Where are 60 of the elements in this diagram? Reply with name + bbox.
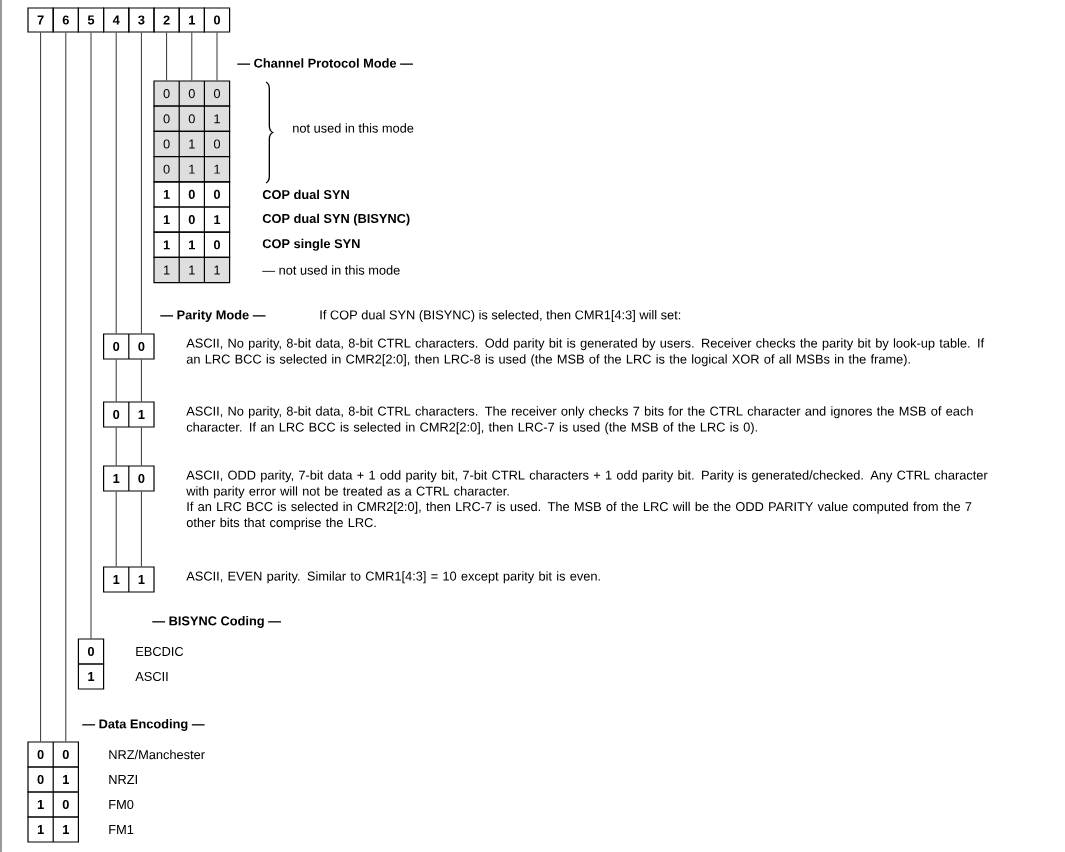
- description-text: COP dual SYN: [262, 189, 349, 200]
- bit-cell: 4: [103, 7, 130, 33]
- value-row: 0 1: [27, 766, 79, 793]
- connector-line: [90, 32, 92, 639]
- bit-cell: 3: [128, 7, 155, 33]
- description-text: ASCII, No parity, 8-bit data, 8-bit CTRL characters. The receiver only checks 7 bits for the CTRL character and ignores the MSB of each character. If an LRC BCC is selected in CMR2[2:0], then LRC-7 is used (the MSB of the LRC is 0).: [186, 406, 973, 435]
- description-text: FM0: [109, 799, 134, 810]
- description-text: NRZI: [109, 775, 137, 784]
- value-row: 1 0 0: [153, 181, 231, 208]
- value-row: 0 0: [103, 333, 155, 360]
- note-text: not used in this mode: [293, 123, 414, 133]
- value-row: 0 1 1: [153, 156, 231, 183]
- connector-line: [141, 32, 142, 334]
- bit-cell: 5: [77, 7, 105, 33]
- value-row: 0 0 0: [153, 80, 231, 107]
- note-text: If COP dual SYN (BISYNC) is selected, then CMR1[4:3] will set:: [320, 310, 681, 322]
- connector-line: [65, 32, 67, 742]
- value-row: 0 1 0: [153, 130, 231, 158]
- connector-line: [191, 32, 193, 81]
- connector-line: [216, 32, 218, 81]
- connector-line: [141, 427, 142, 466]
- value-row: 0 0: [27, 741, 79, 768]
- value-row: 0: [77, 638, 105, 665]
- description-text: FM1: [109, 825, 134, 834]
- connector-line: [166, 32, 167, 81]
- value-row: 1 0 1: [153, 206, 231, 233]
- value-row: 1 0: [27, 791, 79, 818]
- description-text: ASCII, No parity, 8-bit data, 8-bit CTRL characters. Odd parity bit is generated by users. Receiver checks the parity bit by look-up table. If an LRC BCC is selected in CMR2[2:0], then LRC-8 is used (the MSB of the LRC is the logical XOR of all MSBs in the frame).: [186, 338, 985, 367]
- value-row: 1 1 1: [153, 256, 231, 284]
- bit-cell: 6: [52, 7, 79, 33]
- section-heading: — Parity Mode —: [160, 310, 266, 322]
- value-row: 0 1: [103, 401, 155, 428]
- value-row: 1 0: [103, 465, 155, 492]
- value-row: 1: [77, 663, 105, 690]
- connector-line: [115, 32, 117, 334]
- bit-cell: 2: [153, 7, 180, 33]
- connector-line: [115, 359, 117, 402]
- description-text: NRZ/Manchester: [109, 749, 205, 760]
- bit-cell: 0: [203, 7, 231, 33]
- description-text: EBCDIC: [136, 646, 184, 657]
- value-row: 1 1: [103, 566, 155, 593]
- description-text: ASCII, EVEN parity. Similar to CMR1[4:3] = 10 except parity bit is even.: [186, 571, 600, 584]
- section-heading: — BISYNC Coding —: [152, 616, 281, 628]
- value-row: 0 0 1: [153, 105, 231, 132]
- connector-line: [141, 491, 142, 567]
- bit-cell: 1: [178, 7, 205, 33]
- description-text: ASCII, ODD parity, 7-bit data + 1 odd parity bit, 7-bit CTRL characters + 1 odd parity bit. Parity is generated/checked. Any CTRL character with parity error will not be treated as a CTRL character.: [186, 470, 988, 499]
- value-row: 1 1: [27, 816, 79, 843]
- section-heading: — Data Encoding —: [82, 719, 205, 731]
- description-text: If an LRC BCC is selected in CMR2[2:0], then LRC-7 is used. The MSB of the LRC will be the ODD PARITY value computed from the 7 other bits that comprise the LRC.: [186, 501, 972, 530]
- bit-cell: 7: [27, 7, 54, 33]
- description-text: ASCII: [135, 671, 168, 682]
- section-heading: — Channel Protocol Mode —: [237, 58, 413, 68]
- connector-line: [40, 32, 41, 742]
- connector-line: [115, 427, 117, 466]
- description-text: COP single SYN: [262, 238, 360, 251]
- description-text: — not used in this mode: [262, 265, 400, 275]
- description-text: COP dual SYN (BISYNC): [262, 213, 410, 226]
- connector-line: [115, 491, 117, 567]
- connector-line: [141, 359, 142, 402]
